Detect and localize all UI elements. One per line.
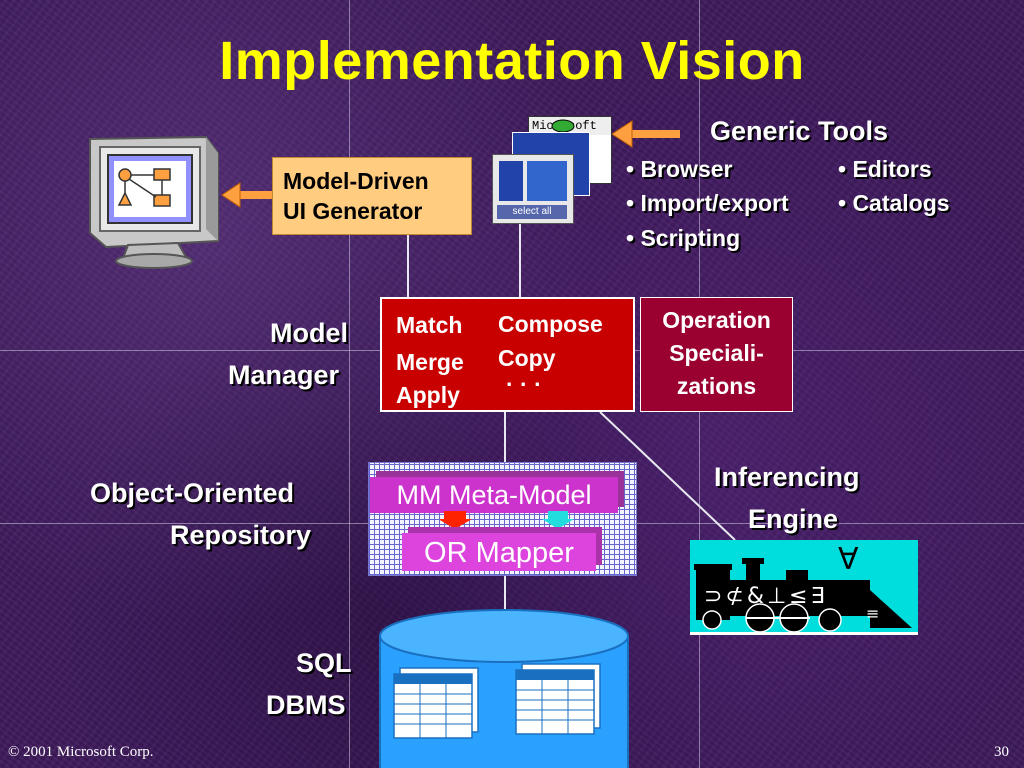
sql-label-line2: DBMS (266, 690, 346, 720)
tool-thumbnails: Microsoft select all (490, 116, 614, 224)
sql-label-line1: SQL (296, 648, 352, 678)
op-merge: Merge (396, 349, 464, 375)
page-title: Implementation Vision (219, 31, 805, 91)
tool-item-import-export: • Import/export (626, 190, 789, 216)
equiv-symbol: ≡ (866, 604, 880, 623)
copyright: © 2001 Microsoft Corp. (8, 744, 154, 760)
tool-item-browser: • Browser (626, 156, 733, 182)
ui-generator-box: Model-Driven UI Generator (272, 157, 472, 235)
locomotive-icon (694, 558, 912, 632)
tool-item-editors: • Editors (838, 156, 932, 182)
operation-specializations-box: Operation Speciali- zations (640, 297, 793, 412)
op-spec-line2: Speciali- (669, 340, 764, 366)
inferencing-label-line2: Engine (748, 504, 839, 534)
leaf-icon (551, 119, 575, 133)
select-all-button: select all (497, 205, 567, 219)
tool-item-scripting: • Scripting (626, 225, 741, 251)
logic-symbols: ⊃⊄&⊥≤∃ (704, 584, 828, 609)
table-icon-left (393, 667, 479, 739)
tool-item-catalogs: • Catalogs (838, 190, 950, 216)
database-icon (379, 609, 629, 768)
ui-generator-line1: Model-Driven (283, 168, 429, 194)
op-copy: Copy (498, 345, 556, 371)
model-manager-box: Match Merge Apply Compose Copy · · · (380, 297, 635, 412)
grid-line (349, 0, 350, 768)
op-ellipsis: · · · (506, 371, 542, 397)
repository-label-line1: Object-Oriented (90, 478, 295, 508)
op-match: Match (396, 312, 463, 338)
monitor-icon (89, 135, 219, 269)
op-spec-line1: Operation (662, 307, 771, 333)
ui-generator-line2: UI Generator (283, 198, 423, 224)
catalog-thumbnail: select all (492, 154, 574, 224)
op-apply: Apply (396, 382, 460, 408)
inferencing-label-line1: Inferencing (714, 462, 860, 492)
meta-model-box: MM Meta-Model (370, 477, 618, 513)
catalog-list (499, 161, 523, 201)
generic-tools-heading: Generic Tools (710, 116, 889, 146)
mapping-arrows (440, 511, 574, 529)
model-manager-label-line1: Model (270, 318, 348, 348)
op-compose: Compose (498, 311, 603, 337)
table-icon-right (515, 663, 601, 735)
repository-label-line2: Repository (170, 520, 312, 550)
forall-symbol: ∀ (838, 542, 859, 577)
or-mapper-box: OR Mapper (402, 533, 596, 571)
page-number: 30 (994, 744, 1009, 760)
inferencing-engine-panel: ⊃⊄&⊥≤∃ ∀ ≡ (690, 540, 918, 635)
op-spec-line3: zations (676, 373, 757, 399)
model-manager-label-line2: Manager (228, 360, 340, 390)
catalog-grid (527, 161, 567, 201)
